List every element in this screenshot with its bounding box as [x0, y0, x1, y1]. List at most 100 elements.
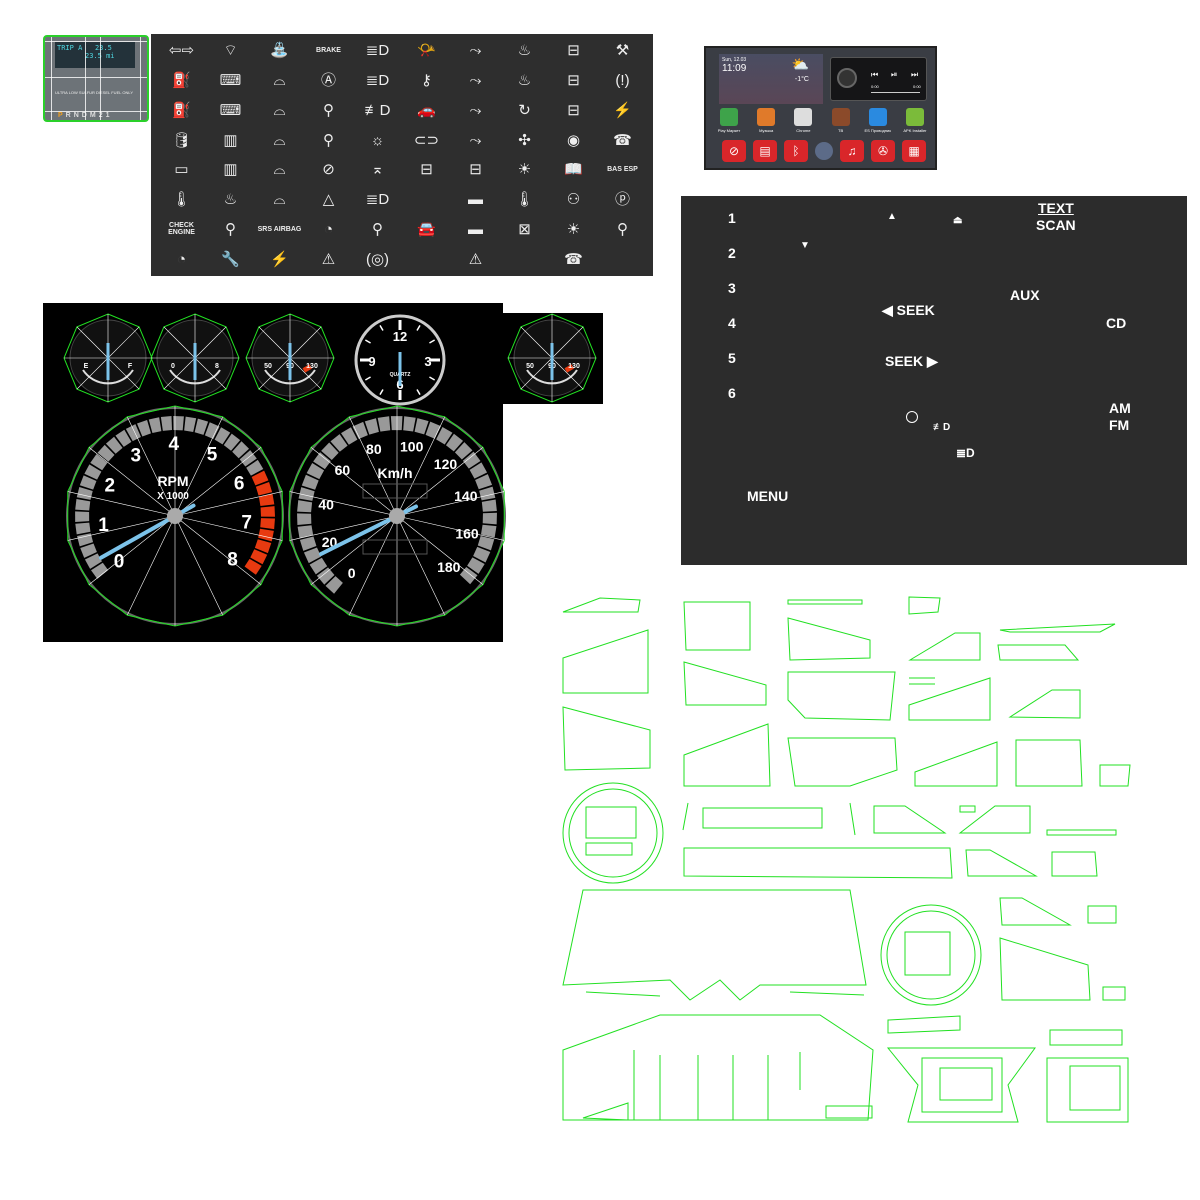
- apps-button[interactable]: ▦: [902, 140, 926, 162]
- fog-light-icon: ≢D: [933, 422, 951, 433]
- gauge-icon: ◔: [176, 250, 187, 268]
- wireframe-spoke: [107, 357, 140, 390]
- scale-segment: [184, 416, 197, 432]
- clock-tick: [416, 324, 421, 331]
- preset-6[interactable]: 6: [728, 385, 736, 401]
- brake-circle-icon: ⓟ: [614, 191, 630, 209]
- warning-icon: △: [322, 191, 335, 209]
- wireframe-spoke: [258, 357, 291, 390]
- scale-segment: [148, 417, 162, 434]
- car-side-icon: ⊟: [567, 72, 580, 90]
- video-button[interactable]: ✇: [871, 140, 895, 162]
- gauge-label: 130: [568, 363, 580, 370]
- app-icon[interactable]: APK Installer: [898, 108, 932, 133]
- app-label: ES Проводник: [864, 128, 891, 133]
- eject-icon[interactable]: ⏏: [953, 215, 963, 226]
- progress-bar[interactable]: [871, 92, 920, 93]
- rpm-multiplier: X 1000: [157, 491, 189, 502]
- wireframe-spoke: [396, 416, 445, 517]
- track-start: 0:00: [871, 84, 879, 89]
- rear-wiper-icon: ⌔: [223, 42, 238, 60]
- app-icon[interactable]: Play Маркет: [712, 108, 746, 133]
- trip-miles: 23.5 mi: [85, 52, 115, 60]
- navigation-button[interactable]: ⊘: [722, 140, 746, 162]
- scale-segment: [364, 418, 379, 435]
- cd-button[interactable]: CD: [1106, 315, 1127, 331]
- scale-segment: [480, 524, 497, 538]
- scale-segment: [251, 470, 269, 486]
- defrost-icon: ▥: [223, 131, 238, 149]
- wireframe-spoke: [174, 491, 283, 517]
- scale-segment: [482, 512, 497, 525]
- bluetooth-button[interactable]: ᛒ: [784, 140, 808, 162]
- preset-5[interactable]: 5: [728, 350, 736, 366]
- scale-segment: [77, 533, 94, 547]
- media-screen: Sun, 12.03 11:09 -1°C ⛅ ⏮ ⏯ ⏭ 0:00 0:00 …: [704, 46, 937, 170]
- radio-button[interactable]: ▤: [753, 140, 777, 162]
- scale-segment: [258, 493, 275, 507]
- app-icon[interactable]: ТВ: [824, 108, 858, 133]
- wireframe-spoke: [551, 326, 584, 359]
- app-icon[interactable]: Chrome: [786, 108, 820, 133]
- scale-label: 100: [400, 439, 424, 455]
- scale-label: 0: [114, 551, 125, 572]
- car-door-icon: ⊟: [567, 42, 580, 60]
- app-icon[interactable]: Музыка: [749, 108, 783, 133]
- scale-segment: [436, 426, 453, 445]
- bas-esp-text-icon: BAS ESP: [607, 166, 638, 174]
- app-icon[interactable]: ES Проводник: [861, 108, 895, 133]
- brake-warn-icon: (◎): [365, 250, 390, 268]
- play-pause-button[interactable]: ⏯: [891, 70, 898, 79]
- seat-heat-icon: ♨: [517, 42, 532, 60]
- next-button[interactable]: ⏭: [911, 70, 919, 79]
- seek-forward-button[interactable]: SEEK ▶: [885, 353, 938, 369]
- scale-segment: [260, 518, 275, 530]
- scale-segment: [160, 416, 172, 431]
- preset-1[interactable]: 1: [728, 210, 736, 226]
- preset-2[interactable]: 2: [728, 245, 736, 261]
- scale-segment: [299, 536, 317, 551]
- home-button[interactable]: [815, 142, 833, 160]
- gauge-label: F: [128, 363, 133, 370]
- vent-feet-icon: ⤳: [469, 72, 482, 90]
- wireframe-spoke: [174, 515, 262, 585]
- airbag-off-icon: ⊘: [322, 161, 335, 179]
- scale-segment: [297, 525, 314, 539]
- am-button[interactable]: AM: [1109, 400, 1131, 416]
- horn-icon: 📯: [417, 42, 436, 60]
- preset-3[interactable]: 3: [728, 280, 736, 296]
- circle-icon[interactable]: [906, 411, 918, 423]
- wiper-icon: ⌓: [273, 191, 286, 209]
- car-small-icon: ⊟: [469, 161, 482, 179]
- fm-button[interactable]: FM: [1109, 417, 1130, 433]
- scan-button[interactable]: SCAN: [1036, 217, 1076, 233]
- scale-segment: [255, 481, 273, 496]
- aux-button[interactable]: AUX: [1010, 287, 1040, 303]
- scale-segment: [325, 576, 343, 594]
- disc-icon: [837, 68, 857, 88]
- text-button[interactable]: TEXT: [1038, 200, 1074, 216]
- seek-back-button[interactable]: ◀ SEEK: [882, 302, 935, 318]
- preset-4[interactable]: 4: [728, 315, 736, 331]
- no-vent-icon: ⊠: [518, 220, 531, 238]
- prev-button[interactable]: ⏮: [871, 70, 879, 79]
- scale-segment: [79, 475, 97, 490]
- arrow-down-icon[interactable]: ▼: [800, 240, 810, 251]
- music-button[interactable]: ♫: [840, 140, 864, 162]
- gauge-label: 50: [526, 363, 534, 370]
- high-beam-icon: ≣D: [365, 42, 390, 60]
- scale-segment: [223, 433, 241, 451]
- car-front-icon: 🚗: [417, 101, 436, 119]
- scale-label: 4: [168, 434, 179, 455]
- washer-icon: ⛲: [270, 42, 289, 60]
- seatbelt-icon: ⚲: [323, 101, 334, 119]
- windshield-4-icon: ⌓: [273, 161, 286, 179]
- scale-segment: [303, 547, 322, 564]
- scale-segment: [467, 557, 485, 574]
- arrow-up-icon[interactable]: ▲: [887, 211, 897, 222]
- wrench-icon: 🔧: [221, 250, 240, 268]
- menu-button[interactable]: MENU: [747, 488, 789, 504]
- brake-text-icon: BRAKE: [316, 47, 341, 55]
- turn-signals-icon: ⇦⇨: [168, 42, 195, 60]
- scale-segment: [80, 543, 97, 558]
